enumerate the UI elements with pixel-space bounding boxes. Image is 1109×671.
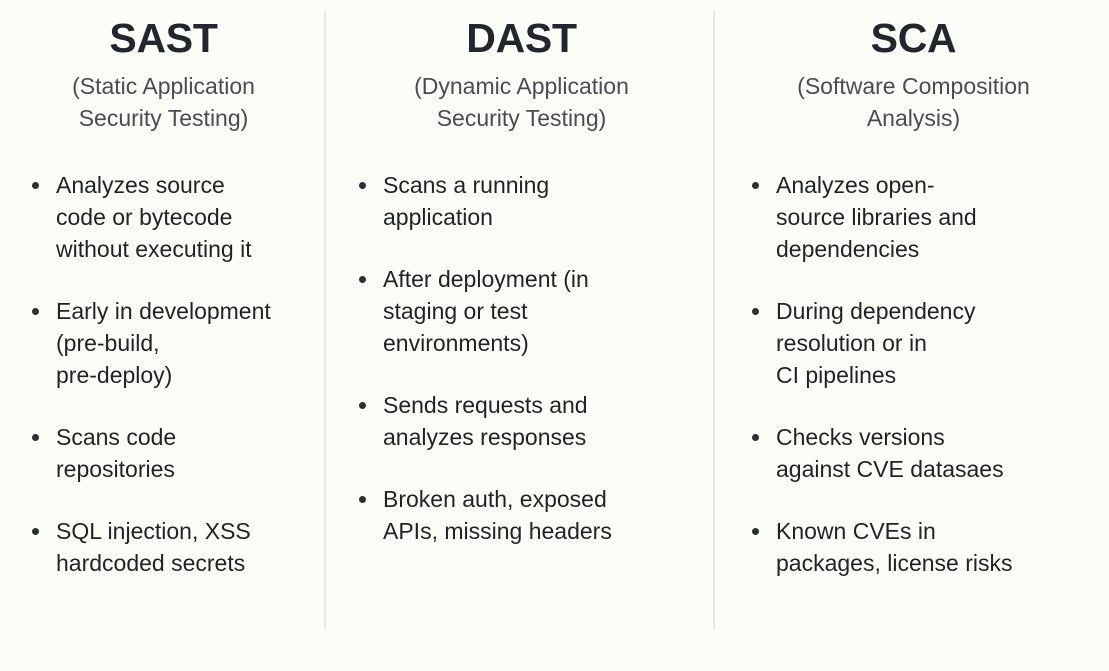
list-item: Analyzes open- source libraries and depe… (746, 170, 1101, 266)
list-item: Scans code repositories (26, 422, 319, 486)
list-item: Scans a running application (353, 170, 708, 234)
bullet-list-sast: Analyzes source code or bytecode without… (8, 170, 319, 580)
list-item: Known CVEs in packages, license risks (746, 516, 1101, 580)
list-item: After deployment (in staging or test env… (353, 264, 708, 360)
column-header-sast: SAST (Static Application Security Testin… (8, 18, 319, 134)
column-title-dast: DAST (466, 15, 577, 61)
column-header-dast: DAST (Dynamic Application Security Testi… (335, 18, 708, 134)
bullet-list-dast: Scans a running application After deploy… (335, 170, 708, 548)
column-header-sca: SCA (Software Composition Analysis) (726, 18, 1101, 134)
column-title-sca: SCA (870, 15, 957, 61)
column-divider-1 (324, 10, 326, 630)
column-divider-2 (713, 10, 715, 630)
column-sca: SCA (Software Composition Analysis) Anal… (714, 0, 1109, 671)
bullet-list-sca: Analyzes open- source libraries and depe… (726, 170, 1101, 580)
column-title-sast: SAST (109, 15, 218, 61)
list-item: Broken auth, exposed APIs, missing heade… (353, 484, 708, 548)
list-item: During dependency resolution or in CI pi… (746, 296, 1101, 392)
column-subtitle-sast: (Static Application Security Testing) (72, 73, 255, 131)
column-subtitle-sca: (Software Composition Analysis) (797, 73, 1030, 131)
column-subtitle-dast: (Dynamic Application Security Testing) (414, 73, 629, 131)
list-item: Checks versions against CVE datasaes (746, 422, 1101, 486)
column-dast: DAST (Dynamic Application Security Testi… (325, 0, 714, 671)
list-item: Early in development (pre-build, pre-dep… (26, 296, 319, 392)
list-item: Analyzes source code or bytecode without… (26, 170, 319, 266)
column-sast: SAST (Static Application Security Testin… (0, 0, 325, 671)
list-item: SQL injection, XSS hardcoded secrets (26, 516, 319, 580)
list-item: Sends requests and analyzes responses (353, 390, 708, 454)
